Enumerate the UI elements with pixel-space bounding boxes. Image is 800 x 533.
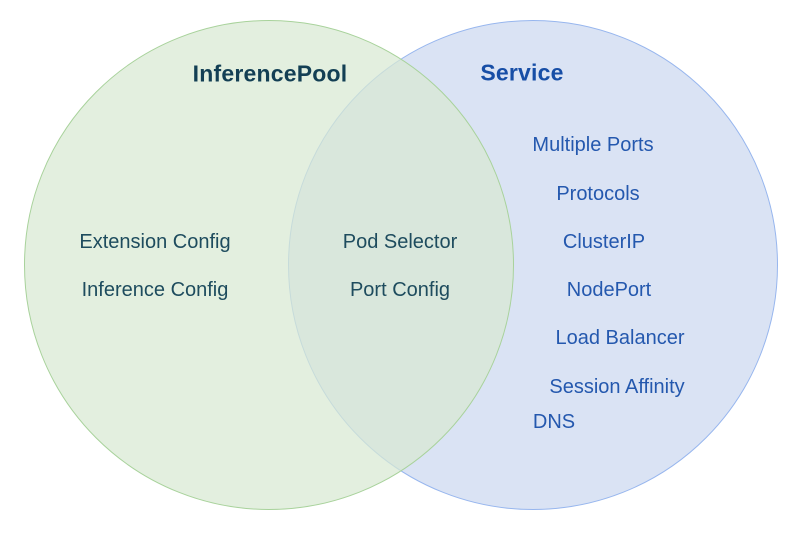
service-item-multiple-ports: Multiple Ports <box>532 134 654 156</box>
inferencepool-item-inference-config: Inference Config <box>81 279 229 301</box>
inferencepool-item-extension-config: Extension Config <box>79 231 231 253</box>
overlap-item-pod-selector: Pod Selector <box>342 231 458 253</box>
service-item-nodeport: NodePort <box>566 279 652 301</box>
inferencepool-circle <box>24 20 514 510</box>
service-item-session-affinity: Session Affinity <box>549 376 685 398</box>
overlap-item-port-config: Port Config <box>349 279 451 301</box>
service-item-dns: DNS <box>532 411 576 433</box>
service-item-clusterip: ClusterIP <box>562 231 646 253</box>
service-title: Service <box>480 59 564 86</box>
service-item-load-balancer: Load Balancer <box>555 327 685 349</box>
inferencepool-title: InferencePool <box>192 60 348 87</box>
service-item-protocols: Protocols <box>556 183 640 205</box>
